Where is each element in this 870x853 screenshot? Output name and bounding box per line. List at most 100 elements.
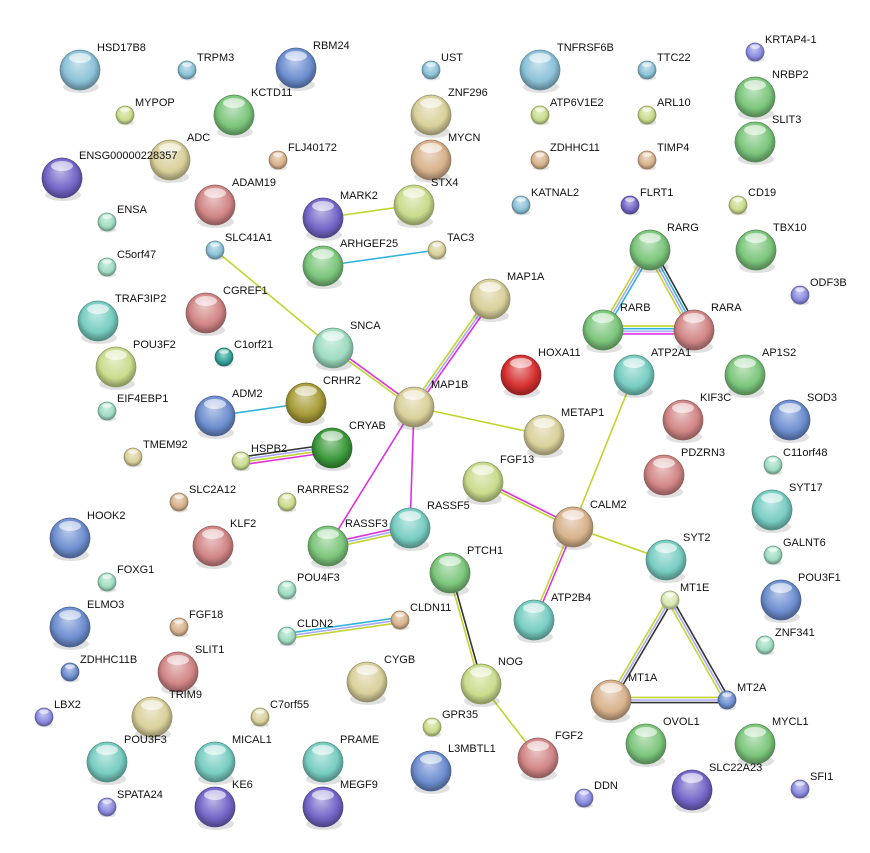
node-pou3f3[interactable]: POU3F3: [86, 734, 167, 785]
node-adam19[interactable]: ADAM19: [194, 177, 276, 228]
node-prame[interactable]: PRAME: [302, 734, 379, 785]
node-mical1[interactable]: MICAL1: [194, 734, 272, 785]
node-rarb[interactable]: RARB: [582, 302, 651, 353]
node-trim9[interactable]: TRIM9: [131, 689, 202, 740]
node-timp4[interactable]: TIMP4: [637, 142, 689, 171]
node-rara[interactable]: RARA: [673, 302, 742, 353]
node-slc41a1[interactable]: SLC41A1: [205, 232, 272, 261]
edge-ATP2A1-CALM2[interactable]: [572, 374, 635, 528]
edge-CLDN2-CLDN11[interactable]: [286, 616, 401, 640]
node-spata24[interactable]: SPATA24: [97, 789, 163, 818]
node-ensg00000228357[interactable]: ENSG00000228357: [41, 150, 177, 201]
node-ptch1[interactable]: PTCH1: [429, 545, 503, 596]
node-sod3[interactable]: SOD3: [769, 392, 837, 443]
node-katnal2[interactable]: KATNAL2: [511, 187, 579, 216]
node-l3mbtl1[interactable]: L3MBTL1: [410, 743, 496, 794]
node-tmem92[interactable]: TMEM92: [123, 439, 188, 468]
node-slit3[interactable]: SLIT3: [734, 114, 801, 165]
node-hook2[interactable]: HOOK2: [49, 510, 126, 561]
node-pdzrn3[interactable]: PDZRN3: [643, 447, 725, 498]
node-trpm3[interactable]: TRPM3: [177, 52, 234, 81]
edge-MAP1B-RASSF3[interactable]: [327, 406, 415, 547]
node-rarg[interactable]: RARG: [629, 222, 699, 273]
node-gpr35[interactable]: GPR35: [422, 709, 478, 738]
node-ddn[interactable]: DDN: [574, 780, 618, 809]
node-tac3[interactable]: TAC3: [427, 232, 474, 261]
node-hoxa11[interactable]: HOXA11: [500, 347, 581, 398]
node-traf3ip2[interactable]: TRAF3IP2: [77, 293, 166, 344]
node-flj40172[interactable]: FLJ40172: [268, 142, 337, 171]
node-ttc22[interactable]: TTC22: [637, 52, 691, 81]
node-ke6[interactable]: KE6: [194, 779, 253, 830]
node-krtap4-1[interactable]: KRTAP4-1: [745, 34, 817, 63]
node-arhgef25[interactable]: ARHGEF25: [302, 238, 398, 289]
node-foxg1[interactable]: FOXG1: [97, 564, 154, 593]
node-hsd17b8[interactable]: HSD17B8: [59, 42, 146, 93]
node-syt17[interactable]: SYT17: [751, 482, 823, 533]
node-cryab[interactable]: CRYAB: [311, 420, 386, 471]
edge-MAP1B-METAP1[interactable]: [413, 406, 545, 436]
node-fgf13[interactable]: FGF13: [462, 454, 534, 505]
node-ap1s2[interactable]: AP1S2: [724, 347, 796, 398]
node-rarres2[interactable]: RARRES2: [277, 484, 349, 513]
node-odf3b[interactable]: ODF3B: [790, 277, 847, 306]
node-syt2[interactable]: SYT2: [645, 532, 711, 583]
node-c5orf47[interactable]: C5orf47: [97, 249, 156, 278]
node-mt1a[interactable]: MT1A: [590, 672, 658, 723]
edge-MT1E-MT2A[interactable]: [667, 598, 730, 702]
node-stx4[interactable]: STX4: [393, 177, 459, 228]
node-atp2a1[interactable]: ATP2A1: [613, 347, 691, 398]
node-fgf2[interactable]: FGF2: [517, 730, 583, 781]
node-galnt6[interactable]: GALNT6: [763, 537, 826, 566]
node-megf9[interactable]: MEGF9: [302, 779, 378, 830]
node-c1orf21[interactable]: C1orf21: [214, 339, 273, 368]
node-kctd11[interactable]: KCTD11: [213, 87, 292, 138]
node-cldn11[interactable]: CLDN11: [390, 602, 451, 631]
node-adm2[interactable]: ADM2: [194, 388, 263, 439]
node-mypop[interactable]: MYPOP: [115, 97, 175, 126]
node-cygb[interactable]: CYGB: [346, 654, 415, 705]
edge-MAP1A-MAP1B[interactable]: [411, 297, 493, 409]
edge-SLC41A1-SNCA[interactable]: [214, 249, 334, 349]
node-slc22a23[interactable]: SLC22A23: [671, 762, 762, 813]
node-pou3f2[interactable]: POU3F2: [95, 339, 176, 390]
node-mycn[interactable]: MYCN: [410, 132, 480, 183]
node-znf296[interactable]: ZNF296: [410, 87, 488, 138]
node-crhr2[interactable]: CRHR2: [285, 375, 361, 426]
node-tnfrsf6b[interactable]: TNFRSF6B: [519, 42, 614, 93]
node-slc2a12[interactable]: SLC2A12: [169, 484, 236, 513]
node-zdhhc11[interactable]: ZDHHC11: [530, 142, 600, 171]
node-pou4f3[interactable]: POU4F3: [277, 572, 340, 601]
node-eif4ebp1[interactable]: EIF4EBP1: [97, 393, 168, 422]
node-klf2[interactable]: KLF2: [192, 518, 256, 569]
node-map1b[interactable]: MAP1B: [393, 379, 468, 430]
node-snca[interactable]: SNCA: [312, 320, 381, 371]
node-cgref1[interactable]: CGREF1: [185, 285, 268, 336]
node-metap1[interactable]: METAP1: [523, 407, 604, 458]
node-adc[interactable]: ADC: [149, 132, 210, 183]
node-tbx10[interactable]: TBX10: [735, 222, 807, 273]
node-hspb2[interactable]: HSPB2: [231, 443, 287, 472]
node-flrt1[interactable]: FLRT1: [620, 187, 673, 216]
node-rbm24[interactable]: RBM24: [275, 40, 350, 91]
node-elmo3[interactable]: ELMO3: [49, 599, 124, 650]
node-pou3f1[interactable]: POU3F1: [760, 572, 841, 623]
node-c11orf48[interactable]: C11orf48: [763, 447, 827, 476]
node-fgf18[interactable]: FGF18: [169, 609, 223, 638]
node-cldn2[interactable]: CLDN2: [277, 618, 333, 647]
node-c7orf55[interactable]: C7orf55: [250, 699, 309, 728]
node-nog[interactable]: NOG: [460, 656, 523, 707]
node-cd19[interactable]: CD19: [728, 187, 776, 216]
node-rassf3[interactable]: RASSF3: [307, 518, 388, 569]
node-zdhhc11b[interactable]: ZDHHC11B: [60, 654, 137, 683]
node-nrbp2[interactable]: NRBP2: [734, 69, 809, 120]
node-slit1[interactable]: SLIT1: [157, 644, 224, 695]
node-ust[interactable]: UST: [421, 52, 463, 81]
node-rassf5[interactable]: RASSF5: [389, 500, 470, 551]
node-kif3c[interactable]: KIF3C: [662, 392, 731, 443]
node-mt2a[interactable]: MT2A: [717, 682, 767, 711]
node-sfi1[interactable]: SFI1: [790, 771, 833, 800]
node-mark2[interactable]: MARK2: [302, 190, 378, 241]
node-atp2b4[interactable]: ATP2B4: [513, 592, 591, 643]
node-lbx2[interactable]: LBX2: [34, 699, 81, 728]
